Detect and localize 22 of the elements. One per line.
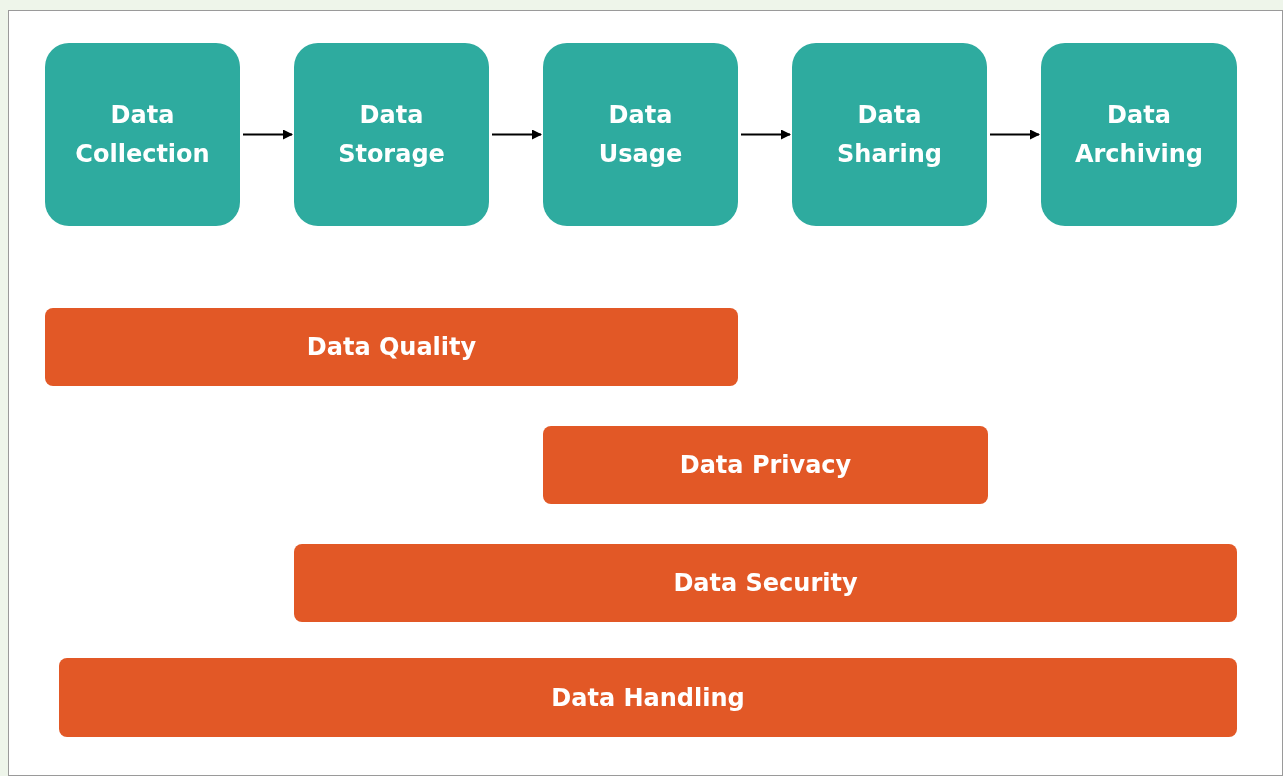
process-box <box>543 43 738 226</box>
bar-label: Data Privacy <box>679 451 852 479</box>
phase-bar <box>45 308 738 386</box>
process-box <box>1041 43 1237 226</box>
arrow <box>242 129 293 140</box>
process-box <box>45 43 240 226</box>
bar-label: Data Quality <box>306 333 477 361</box>
phase-bar <box>543 426 988 504</box>
step-label: Data Collection <box>74 99 211 170</box>
step-label: Data Archiving <box>1073 99 1205 170</box>
bar-label: Data Security <box>673 569 858 597</box>
phase-bar <box>294 544 1237 622</box>
bar-label: Data Handling <box>551 683 745 712</box>
step-label: Data Sharing <box>836 99 943 170</box>
process-box <box>792 43 987 226</box>
step-label: Data Storage <box>337 99 446 170</box>
arrow <box>740 129 791 140</box>
arrow <box>491 129 542 140</box>
phase-bar <box>59 658 1237 737</box>
step-label: Data Usage <box>597 99 684 170</box>
arrow <box>989 129 1040 140</box>
process-box <box>294 43 489 226</box>
